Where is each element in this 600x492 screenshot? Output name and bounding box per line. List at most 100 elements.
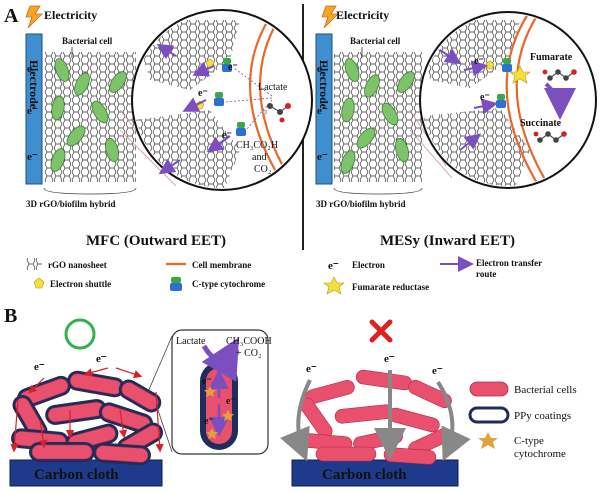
- inset-cytochrome-icon: [206, 428, 218, 439]
- mesy-transfer-arrow: [439, 48, 462, 65]
- mfc-cell: [91, 100, 109, 124]
- mfc-cytochrome-icon: [215, 92, 223, 98]
- uncoated-biofilm: Carbon cloth e⁻ e⁻ e⁻: [280, 319, 471, 487]
- mfc-dashed-route: [245, 99, 273, 131]
- lightning-icon: [25, 5, 43, 29]
- mfc-hybrid-label: 3D rGO/biofilm hybrid: [26, 199, 116, 209]
- single-cell-inset: e⁻ e⁻ e⁻ Lactate CH₃COOH + CO₂: [171, 329, 272, 455]
- mfc-cytochrome-icon: [223, 58, 231, 64]
- panel-a: A Electricity Bacterial cell Electrode e…: [4, 4, 597, 295]
- mesy-electron-label: e⁻: [474, 56, 484, 67]
- mesy-electricity-label: Electricity: [336, 8, 389, 22]
- blocked-transfer-arrow: [436, 380, 471, 462]
- mfc-cell: [54, 58, 70, 82]
- bare-bacterial-cell: [355, 369, 413, 391]
- mesy-cell: [395, 137, 409, 163]
- mesy-caption: MESy (Inward EET): [380, 233, 515, 249]
- legend-cyto-label: C-type: [514, 435, 544, 447]
- mfc-cell: [109, 71, 127, 93]
- mesy-electron-label: e⁻: [317, 151, 328, 163]
- electron-flow-arrow: [118, 409, 128, 439]
- inset-co2-label: + CO₂: [236, 348, 262, 359]
- zoom-line: [147, 335, 173, 393]
- inset-electron-label: e⁻: [226, 396, 236, 407]
- bare-bacterial-cell: [408, 379, 452, 409]
- mfc-electricity-label: Electricity: [44, 8, 97, 22]
- mfc-transfer-arrow: [206, 135, 231, 153]
- mesy-bacterial-cell-label: Bacterial cell: [350, 36, 401, 46]
- mesy-transfer-arrow: [459, 133, 482, 151]
- mfc-transfer-arrow: [156, 43, 177, 60]
- mfc-diagram: Electricity Bacterial cell Electrode e⁻ …: [25, 5, 313, 249]
- electron-flow-arrow: [155, 391, 164, 453]
- success-ring-icon: [64, 318, 96, 350]
- coated-bacterial-cell: [29, 442, 95, 462]
- mfc-cell: [50, 148, 66, 172]
- coated-bacterial-cell: [45, 399, 107, 425]
- fumarate-reductase-icon: [323, 276, 345, 295]
- inset-cytochrome-icon: [204, 386, 216, 397]
- inset-flow-arrow: [201, 337, 240, 382]
- legend-shuttle-label: Electron shuttle: [50, 279, 111, 289]
- legend-bacterial-label: Bacterial cells: [514, 384, 577, 396]
- mfc-electrode-label: Electrode: [27, 60, 41, 110]
- mfc-electrode: [25, 33, 43, 185]
- mfc-cell: [66, 125, 86, 147]
- mfc-products-label: CH₃CO₂H: [236, 140, 278, 151]
- electron-label: e⁻: [306, 363, 317, 375]
- lactate-molecule-icon: [262, 103, 291, 123]
- mesy-transfer-arrow: [463, 60, 488, 77]
- coated-bacterial-cell: [67, 370, 125, 398]
- mfc-cell: [105, 137, 119, 163]
- mesy-cell: [356, 127, 376, 149]
- mfc-cell-membrane: [249, 13, 287, 188]
- rgo-nanosheet-icon: [26, 258, 42, 270]
- panel-b-legend: Bacterial cells PPy coatings C-type cyto…: [468, 381, 577, 460]
- mfc-cytochrome-icon: [214, 98, 224, 106]
- mesy-diagram: Electricity Bacterial cell Electrode e⁻ …: [315, 5, 597, 249]
- mesy-electron-label: e⁻: [317, 105, 328, 117]
- mfc-electron-label: e⁻: [228, 62, 238, 73]
- panel-b: B Carbon cloth e⁻ e⁻: [4, 305, 577, 487]
- mfc-electron-label: e⁻: [27, 105, 38, 117]
- bare-bacterial-cell: [315, 446, 377, 462]
- electron-flow-arrow: [83, 367, 109, 377]
- legend-transfer-label: route: [476, 269, 496, 279]
- coated-bacterial-cell: [93, 442, 151, 466]
- mesy-cytochrome-icon: [496, 100, 506, 108]
- mesy-fumarate-label: Fumarate: [530, 52, 573, 63]
- electron-label: e⁻: [34, 361, 45, 373]
- inset-cytochrome-icon: [222, 410, 234, 421]
- electron-flow-arrow: [28, 377, 45, 394]
- mfc-cytochrome-icon: [236, 128, 246, 136]
- mfc-bacterial-cell-label: Bacterial cell: [62, 36, 113, 46]
- cytochrome-icon: [171, 277, 181, 283]
- mfc-products-label: CO₂: [254, 164, 271, 175]
- legend-membrane-label: Cell membrane: [192, 260, 251, 270]
- mesy-transfer-arrow: [473, 98, 498, 115]
- legend-cytochrome-label: C-type cytochrome: [192, 279, 265, 289]
- bare-bacterial-cell: [334, 404, 394, 424]
- mfc-transfer-arrow: [192, 61, 215, 77]
- legend-cyto-label: cytochrome: [514, 448, 566, 460]
- cytochrome-icon: [170, 283, 182, 291]
- electron-flow-arrow: [115, 367, 143, 379]
- panel-a-letter: A: [4, 5, 19, 27]
- mesy-zoom-line: [409, 129, 453, 179]
- mesy-hybrid-bracket: [333, 187, 423, 195]
- mfc-caption: MFC (Outward EET): [86, 233, 226, 249]
- carbon-cloth-left-label: Carbon cloth: [34, 467, 119, 483]
- electron-symbol: e⁻: [328, 260, 339, 272]
- electron-label: e⁻: [432, 365, 443, 377]
- bacterial-cell-icon: [469, 381, 509, 397]
- c-type-cytochrome-icon: [478, 432, 498, 449]
- succinate-molecule-icon: [533, 131, 567, 143]
- mfc-zoom-line: [119, 129, 177, 187]
- ppy-coated-biofilm: Carbon cloth e⁻ e⁻: [9, 318, 173, 487]
- legend-reductase-label: Fumarate reductase: [352, 282, 429, 292]
- mesy-cytochrome-icon: [503, 58, 511, 64]
- mfc-electron-label: e⁻: [198, 88, 208, 99]
- blocked-transfer-arrow: [280, 379, 312, 462]
- legend-rgo-label: rGO nanosheet: [48, 260, 107, 270]
